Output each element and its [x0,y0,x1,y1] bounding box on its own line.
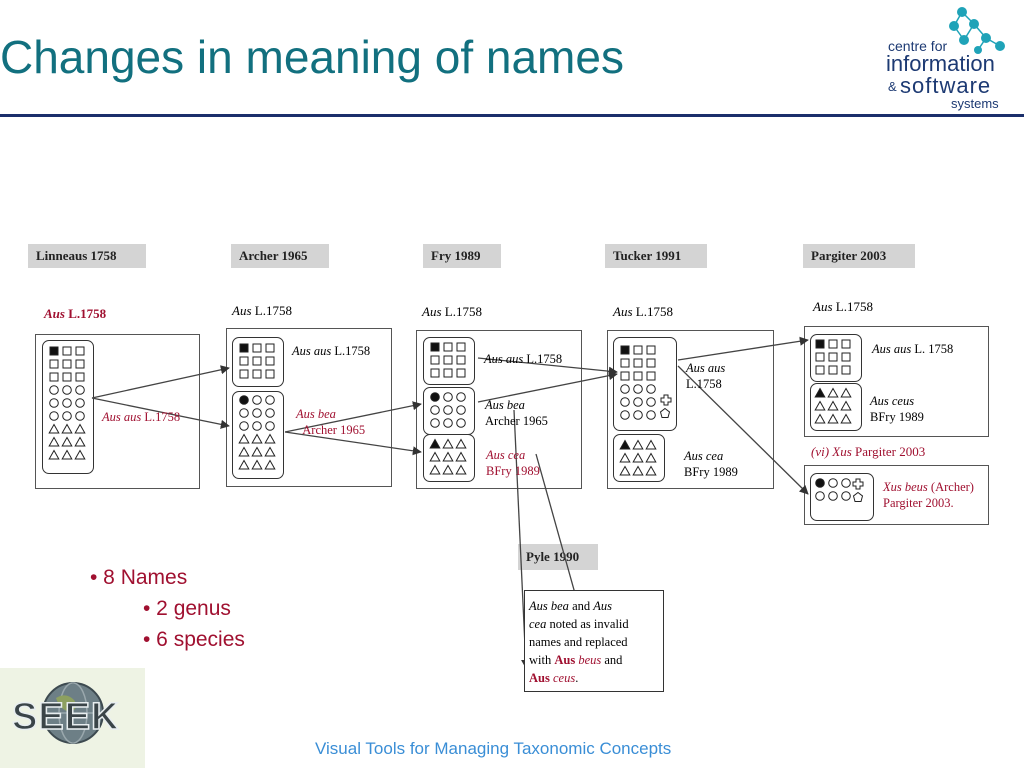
concept-box-pargiter-beus [810,473,874,521]
concept-box-linneaus-aus [42,340,94,474]
seek-logo: SEEK [0,668,145,768]
concept-box-fry-bea [423,387,475,435]
pyle-note-box: Aus bea and Aus cea noted as invalid nam… [524,590,664,692]
bullet-genus: • 2 genus [143,597,231,620]
globe-icon [42,682,104,744]
logo-line-software: software [900,73,992,98]
concept-box-pargiter-ceus [810,383,862,431]
bullet-names: • 8 Names [90,566,188,589]
label-par-xus-genus: (vi) Xus Pargiter 2003 [811,444,926,459]
title-divider [0,114,1024,117]
genus-label-archer: Aus L.1758 [232,303,292,318]
slide-title: Changes in meaning of names [0,31,624,83]
header-tucker: Tucker 1991 [605,244,707,268]
header-fry: Fry 1989 [423,244,501,268]
footer-caption: Visual Tools for Managing Taxonomic Conc… [315,739,672,758]
label-fry-aus-aus: Aus aus L.1758 [484,352,563,366]
logo-line-information: information [886,51,995,76]
genus-label-fry: Aus L.1758 [422,304,482,319]
concept-box-archer-bea [232,391,284,479]
genus-label-pargiter: Aus L.1758 [813,299,873,314]
label-par-xus-beus: Xus beus (Archer)Pargiter 2003. [883,480,974,510]
molecule-logo-icon [949,7,1005,54]
label-par-aus-aus: Aus aus L. 1758 [872,342,954,356]
bullet-species: • 6 species [143,628,245,651]
concept-box-tucker-aus [613,337,677,431]
header-linneaus: Linneaus 1758 [28,244,146,268]
genus-label-tucker: Aus L.1758 [613,304,673,319]
concept-box-archer-aus [232,337,284,387]
header-pyle: Pyle 1990 [518,544,598,570]
header-pargiter: Pargiter 2003 [803,244,915,268]
header-archer: Archer 1965 [231,244,329,268]
label-lin-aus-aus: Aus aus L.1758 [102,410,181,424]
label-arc-aus-bea: Aus bea Archer 1965 [296,407,366,437]
logo-line-systems: systems [951,96,999,111]
concept-box-tucker-cea [613,434,665,482]
concept-box-pargiter-aus [810,334,862,382]
logo-line-centre-for: centre for [888,38,948,54]
genus-label-linneaus: Aus L.1758 [44,306,107,321]
concept-box-fry-cea [423,434,475,482]
logo-line-amp: & [888,79,897,94]
seek-logo-text: SEEK [11,695,120,739]
concept-box-fry-aus [423,337,475,385]
label-arc-aus-aus: Aus aus L.1758 [292,344,371,358]
